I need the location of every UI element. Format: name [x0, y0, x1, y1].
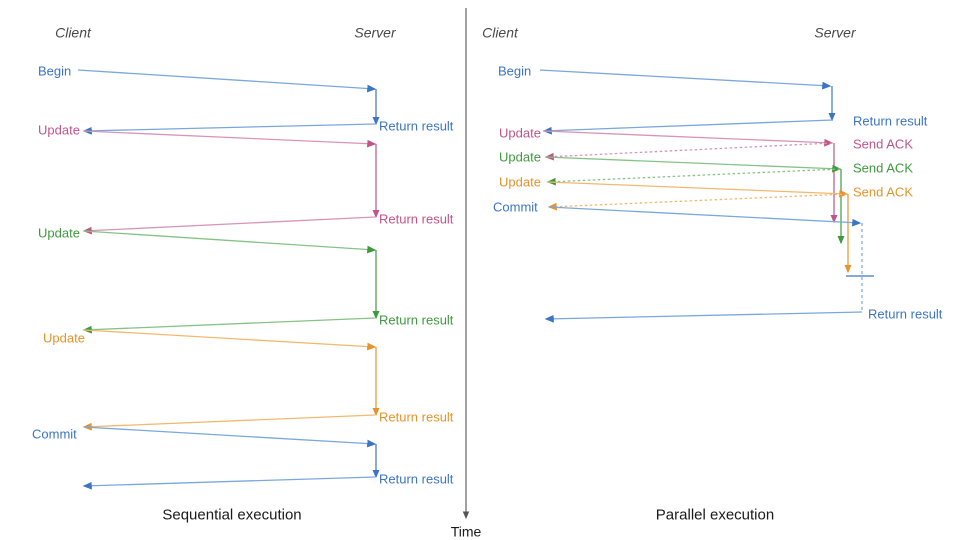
- message-arrow-parallel-ack2: [546, 168, 841, 186]
- message-arrow-sequential-begin: [77, 69, 377, 93]
- message-label-sequential-begin-return: Return result: [379, 118, 454, 134]
- message-arrow-parallel-update1: [543, 130, 834, 147]
- panel-caption-sequential: Sequential execution: [162, 506, 302, 524]
- panel-caption-parallel: Parallel execution: [655, 506, 775, 524]
- message-arrow-sequential-commit: [83, 426, 377, 448]
- message-arrow-parallel-begin-return: [542, 119, 834, 135]
- message-label-sequential-begin: Begin: [38, 63, 72, 79]
- message-label-sequential-update2-return: Return result: [379, 312, 454, 328]
- message-arrow-parallel-begin: [539, 69, 832, 90]
- message-arrow-sequential-update1-return: [82, 216, 376, 235]
- message-label-sequential-update1: Update: [38, 122, 80, 138]
- message-label-parallel-ack3: Send ACK: [853, 184, 913, 200]
- message-arrow-sequential-update3-return: [82, 414, 376, 431]
- message-label-parallel-commit-return: Return result: [868, 306, 943, 322]
- message-arrow-sequential-commit-return: [82, 476, 376, 490]
- message-label-sequential-update2: Update: [38, 225, 80, 241]
- time-axis-label: Time: [450, 523, 482, 540]
- message-label-parallel-begin-return: Return result: [853, 113, 928, 129]
- message-label-parallel-ack2: Send ACK: [853, 160, 913, 176]
- message-label-sequential-update1-return: Return result: [379, 211, 454, 227]
- message-arrow-parallel-update2: [545, 156, 842, 173]
- message-arrow-parallel-update3: [547, 181, 849, 198]
- actor-label-server-sequential: Server: [354, 24, 396, 41]
- message-label-parallel-ack1: Send ACK: [853, 136, 913, 152]
- message-label-parallel-update2: Update: [499, 149, 541, 165]
- message-arrow-sequential-update2-return: [82, 317, 376, 334]
- message-arrow-sequential-update2: [83, 230, 377, 254]
- message-arrow-parallel-ack3: [547, 193, 848, 211]
- message-arrow-sequential-update1: [83, 130, 377, 148]
- actor-label-client-sequential: Client: [55, 24, 91, 41]
- message-label-parallel-update3: Update: [499, 174, 541, 190]
- message-label-sequential-commit-return: Return result: [379, 471, 454, 487]
- actor-label-client-parallel: Client: [482, 24, 518, 41]
- message-arrow-parallel-commit: [548, 206, 862, 227]
- message-arrow-sequential-update3: [83, 329, 377, 351]
- message-arrow-parallel-ack1: [544, 142, 833, 161]
- actor-label-server-parallel: Server: [814, 24, 856, 41]
- message-label-sequential-commit: Commit: [32, 426, 77, 442]
- message-label-parallel-commit: Commit: [493, 199, 538, 215]
- message-label-sequential-update3: Update: [43, 330, 85, 346]
- message-label-parallel-update1: Update: [499, 125, 541, 141]
- message-label-sequential-update3-return: Return result: [379, 409, 454, 425]
- message-label-parallel-begin: Begin: [498, 63, 532, 79]
- message-arrow-sequential-begin-return: [82, 123, 376, 135]
- message-arrow-parallel-commit-return: [544, 311, 863, 323]
